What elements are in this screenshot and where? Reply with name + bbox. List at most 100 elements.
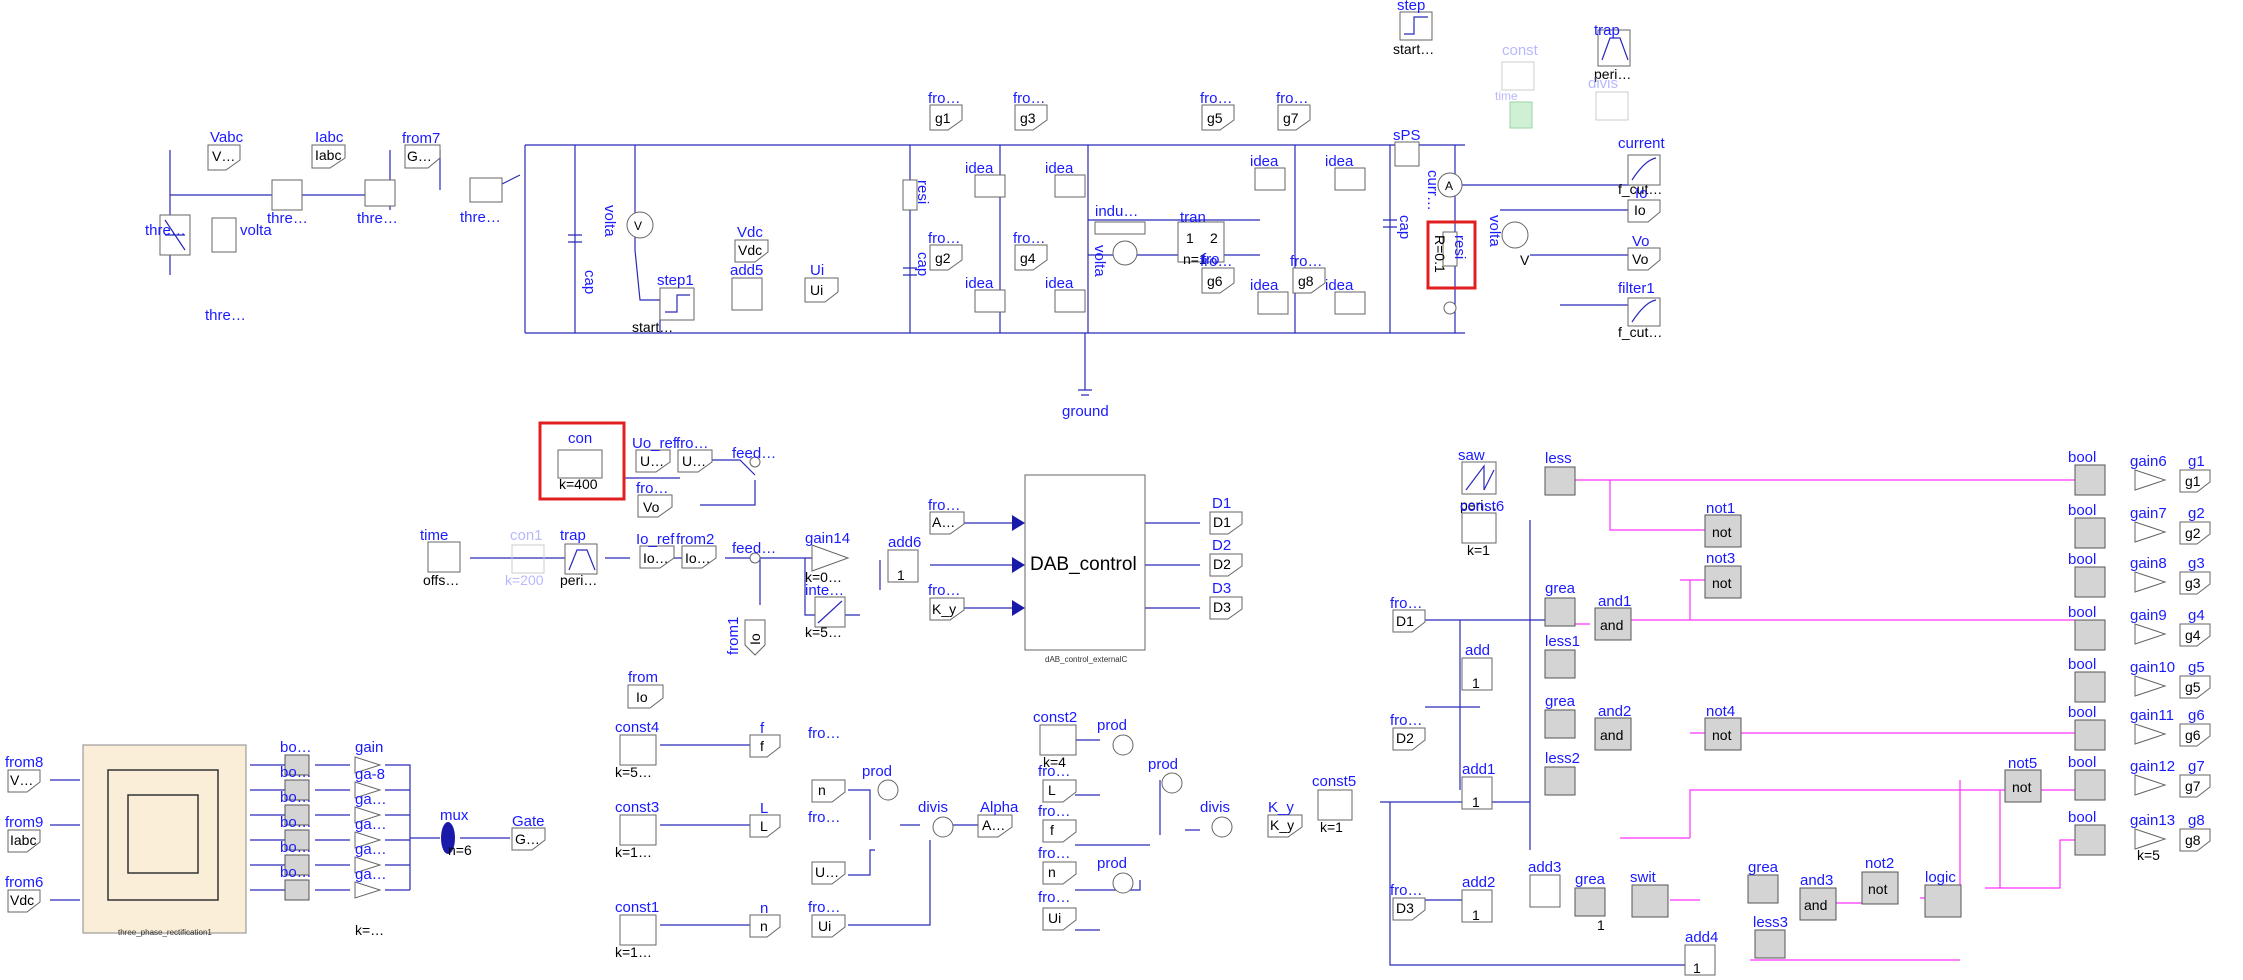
ky-from-n-name: fro… [1038,845,1071,862]
parameter-gotos[interactable]: f f L L n n [749,720,781,938]
dc-voltage-sensor[interactable]: V volta [601,205,654,239]
logic-adders[interactable]: add add1 add2 add3 add4 [1461,642,1718,976]
step1-block[interactable]: step1 start… [632,272,695,335]
less-name: less [1545,450,1572,467]
transformer-param: n=1 [1183,251,1207,267]
ky-value: K_y [1270,817,1294,833]
cap-name: cap [581,270,598,294]
load-resistor-highlight [1426,220,1477,290]
gate-goto-blocks[interactable]: g1 g1 g2 g2 g3 g3 g4 g4 g5 g5 g6 g6 g7 g… [2179,453,2211,852]
from-vo-name: fro… [636,480,669,497]
vdc-output[interactable]: Vdc Vdc [734,224,769,263]
output-stage[interactable]: step start… const trap peri… divis time … [1383,0,1666,340]
goto-l-name: L [760,800,768,817]
rectifier-bool-blocks[interactable]: bo… bo… bo… bo… bo… bo… [280,739,312,901]
bridge2-switch-4-name: idea [1325,277,1354,294]
gain6-name: ga… [355,866,387,883]
step-name: step [1397,0,1425,14]
vabc-value: V… [212,148,235,164]
bridge1-g3-value: g3 [1020,110,1036,126]
dc-resistor[interactable]: resi [902,179,931,211]
bridge1-switch-3-name: idea [965,275,994,292]
add5-block[interactable]: add5 [730,262,763,311]
output-gain-blocks[interactable]: gain6 gain7 gain8 gain9 gain10 gain11 ga… [2130,453,2175,863]
rectifier-inputs[interactable]: from8 V… from9 Iabc from6 Vdc [5,754,43,913]
current-chain[interactable]: time offs… con1 k=200 trap peri… Io_ref … [420,497,965,656]
rectifier-switch[interactable]: thre… [460,177,503,226]
bridge-1[interactable]: fro… g1 fro… g3 fro… g2 fro… g4 idea ide… [928,90,1086,313]
logic-comparators[interactable]: grea less1 grea less2 grea grea less3 [1544,580,1788,959]
bridge1-switch-1-name: idea [965,160,994,177]
goto-n-name: n [760,900,768,917]
goto-g5-value: g5 [2185,679,2201,695]
reference-chain[interactable]: Uo_ref U… fro… U… feed… fro… Vo [632,435,776,518]
dab-control-class: dAB_control_externalC [1045,655,1127,664]
time-table-param: offs… [423,572,459,588]
less-comparator[interactable]: less [1544,450,1576,496]
duty-outputs[interactable]: D1 D1 D2 D2 D3 D3 [1209,495,1243,620]
dab-control-block[interactable]: DAB_control dAB_control_externalC [1012,474,1146,664]
from1-name: from1 [725,617,742,655]
trap-param: peri… [560,572,597,588]
const5-block[interactable]: const5 k=1 [1312,773,1356,835]
logic-from-d1-name: fro… [1390,595,1423,612]
out-bool7-name: bool [2068,754,2096,771]
dc-capacitor-2[interactable]: cap [903,252,931,276]
and-blocks[interactable]: and1 and and2 and and3 and [1594,593,1837,921]
from-io-block[interactable]: from Io [627,669,664,709]
goto-g6-name: g6 [2188,707,2205,724]
output-bool-blocks[interactable]: bool bool bool bool bool bool bool bool [2068,449,2106,856]
bool5-name: bo… [280,839,312,856]
transformer-port-1: 1 [1186,230,1194,246]
current-sensor-abc[interactable]: thre… Iabc Iabc [267,129,346,227]
logic-d3-value: D3 [1396,900,1414,916]
bridge-2[interactable]: fro… g5 fro… g7 fro… g6 fro… g8 idea ide… [1200,90,1366,315]
from8-value: V… [10,772,33,788]
out-gain-param: k=5 [2137,847,2160,863]
saw-block[interactable]: saw peri… [1458,447,1497,513]
ui-output[interactable]: Ui Ui [804,262,839,303]
bridge2-from-g5-name: fro… [1200,90,1233,107]
gate-output[interactable]: Gate G… [511,813,546,851]
transformer[interactable]: indu… volta tran 1 2 n=1 fro ground [1062,203,1225,420]
add2-name: add2 [1462,874,1495,891]
duty-inputs[interactable]: fro… D1 fro… D2 fro… D3 [1390,595,1426,921]
not-blocks[interactable]: not1 not not3 not not4 not not5 not not2… [1704,500,2042,905]
from7-block[interactable]: from7 G… [402,130,441,169]
output-voltmeter-name: volta [1486,215,1503,247]
switch-and-logic[interactable]: swit logic 1 1 1 1 1 [1472,675,1962,976]
out-gain10-name: gain10 [2130,659,2175,676]
three-phase-source[interactable]: thre… [145,214,191,256]
dc-capacitor-1[interactable]: cap [568,234,598,294]
mux-name: mux [440,807,469,824]
vo-name: Vo [1632,233,1650,250]
bridge1-g4-value: g4 [1020,250,1036,266]
con-name: con [568,430,592,447]
bool3-name: bo… [280,789,312,806]
goto-g2-name: g2 [2188,505,2205,522]
add6-port: 1 [897,567,905,583]
voltage-sensor-abc[interactable]: volta thre… [205,217,272,324]
goto-g4-name: g4 [2188,607,2205,624]
bridge2-from-g7-name: fro… [1276,90,1309,107]
parameter-consts[interactable]: const4 k=5… const3 k=1… const1 k=1… [615,719,659,960]
from8-name: from8 [5,754,43,771]
transformer-from-label: fro [1202,251,1220,268]
out-bool5-name: bool [2068,656,2096,673]
ky-computation[interactable]: const2 k=4 fro… L fro… f fro… n fro… Ui … [1033,709,1303,931]
con1-name: con1 [510,527,543,544]
rectification-block[interactable]: three_phase_rectification1 [82,744,247,937]
const2-name: const2 [1033,709,1077,726]
const6-block[interactable]: const6 k=1 [1460,498,1504,558]
alpha-from-u-name: fro… [808,809,841,826]
const4-param: k=5… [615,764,652,780]
three-phase-inductor[interactable]: thre… [357,179,398,227]
mux-block[interactable]: mux n=6 [440,807,472,858]
bridge1-switch-4-name: idea [1045,275,1074,292]
volta-name: volta [601,205,618,237]
alpha-computation[interactable]: fro… n fro… U… fro… Ui prod divis Alpha … [808,725,1019,938]
vabc-output[interactable]: Vabc V… [207,129,244,171]
con-block[interactable]: con k=400 [538,421,626,501]
rectifier-gain-blocks[interactable]: gain ga-8 ga… ga… ga… ga… k=… [354,739,387,938]
